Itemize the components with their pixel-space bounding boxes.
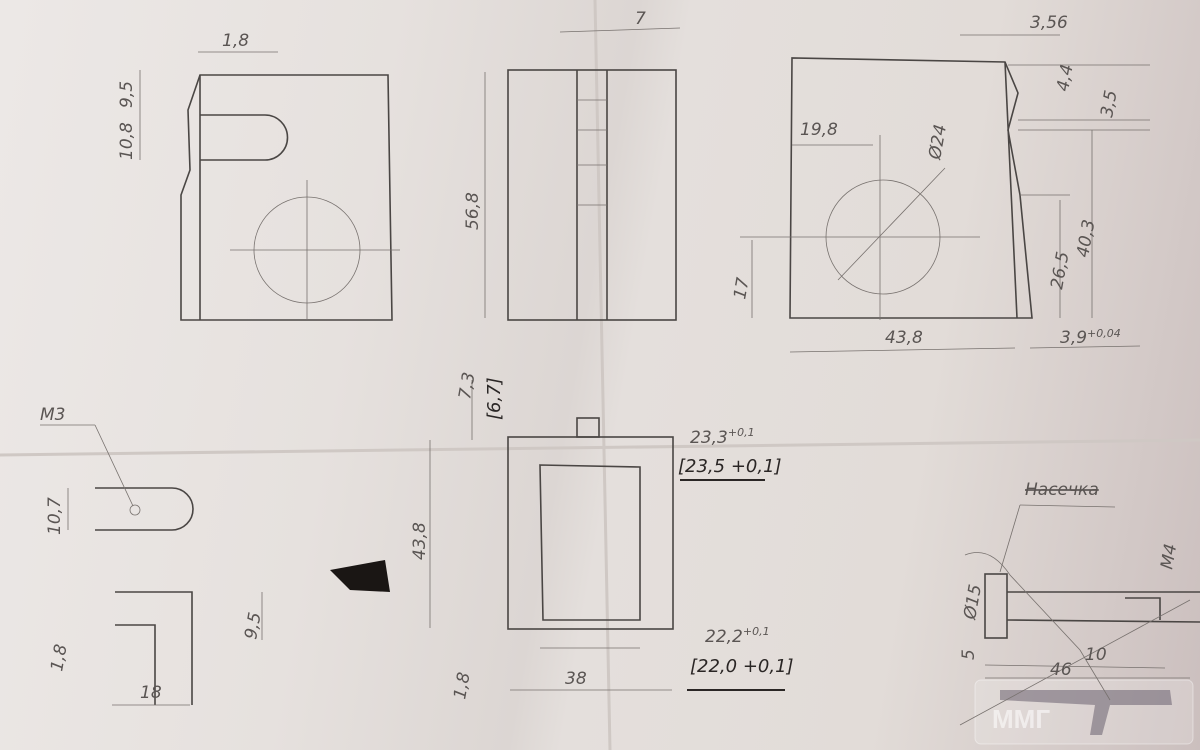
dim-notch-2: 3,5 xyxy=(1097,89,1121,119)
dim-width: 43,8 xyxy=(885,328,923,348)
dim-hole-diameter: Ø24 xyxy=(925,123,951,162)
dim-width: 1,8 xyxy=(222,31,249,51)
dim-9: 9,5 xyxy=(241,611,265,641)
dim-10: 10,7 xyxy=(45,497,65,535)
dim-slot-height: 10,8 xyxy=(117,122,137,160)
dim-46: 46 xyxy=(1050,660,1072,680)
dim-hole-x: 19,8 xyxy=(800,120,838,140)
dim-height: 43,8 xyxy=(410,522,430,560)
dim-width: 38 xyxy=(565,669,587,689)
knurling-note: Насечка xyxy=(1025,480,1099,500)
dim-26: 26,5 xyxy=(1047,250,1073,291)
dim-inner-width-alt: [22,0 +0,1] xyxy=(690,656,794,677)
view-top-left: 1,8 10,8 9,5 xyxy=(117,31,400,321)
thread-label: M3 xyxy=(40,405,65,425)
paper-fold xyxy=(0,438,1200,457)
rifle-logo-icon xyxy=(1000,690,1172,735)
dim-notch: 4,4 xyxy=(1053,63,1077,93)
dim-10: 10 xyxy=(1085,645,1107,665)
view-bottom-left: M3 10,7 9,5 1,8 18 xyxy=(40,405,266,706)
dim-18: 18 xyxy=(140,683,162,703)
dim-slot-width: 7 xyxy=(635,9,646,29)
view-top-middle: 7 56,8 xyxy=(463,9,681,321)
dim-40: 40,3 xyxy=(1073,218,1099,259)
dim-top: 7,3 xyxy=(455,371,479,401)
dim-height: 56,8 xyxy=(463,192,483,230)
dim-top: 3,56 xyxy=(1030,13,1068,33)
paper-tear xyxy=(330,560,390,592)
dim-inner-height: 23,3+0,1 xyxy=(690,426,755,448)
dim-top-alt: [6,7] xyxy=(484,377,505,420)
watermark-text: ММГ xyxy=(992,704,1050,734)
dim-slot-offset: 9,5 xyxy=(117,81,137,108)
dim-inner-height-alt: [23,5 +0,1] xyxy=(678,456,782,477)
dim-right: 3,9+0,04 xyxy=(1060,327,1121,348)
view-bottom-middle: 7,3 [6,7] 23,3+0,1 [23,5 +0,1] 43,8 1,8 … xyxy=(410,371,794,701)
view-top-right: 19,8 Ø24 17 3,56 4,4 3,5 26,5 40,3 43,8 … xyxy=(730,13,1150,353)
view-bottom-right: Насечка Ø15 M4 5 10 46 xyxy=(959,480,1200,726)
dim-diameter: Ø15 xyxy=(960,583,986,622)
thread-label: M4 xyxy=(1157,542,1181,571)
dim-hole-y: 17 xyxy=(730,276,753,301)
paper-fold xyxy=(593,0,612,750)
dim-5: 5 xyxy=(959,649,979,660)
dim-bottom: 1,8 xyxy=(450,671,474,701)
watermark: ММГ xyxy=(974,679,1194,745)
dim-1: 1,8 xyxy=(47,643,71,673)
dim-inner-width: 22,2+0,1 xyxy=(705,625,770,647)
